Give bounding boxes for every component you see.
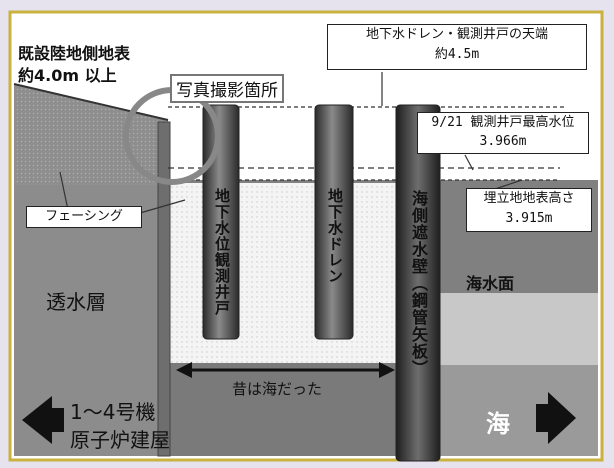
former-sea-arrow-right [379,362,395,378]
ground-label-line2: 約4.0m 以上 [18,66,117,85]
former-sea-label: 昔は海だった [232,380,323,398]
facing-leader-1 [59,171,69,211]
top-level-line2: 約4.5m [434,47,480,62]
landfill-line2: 3.915m [505,211,553,226]
top-level-label: 地下水ドレン・観測井戸の天端 約4.5m [327,24,587,70]
sea-wall-pillar [395,104,441,462]
max-water-line2: 3.966m [479,134,527,149]
drain-label: 地下水ドレン [326,188,344,284]
facing-label: フェーシング [26,206,142,228]
max-water-leader [464,154,474,171]
sea-level-label: 海水面 [466,274,515,293]
existing-ground-line [13,83,169,121]
sea-label: 海 [486,410,510,438]
landfill-label: 埋立地地表高さ 3.915m [466,188,592,232]
max-water-line1: 9/21 観測井戸最高水位 [431,115,575,130]
max-water-label: 9/21 観測井戸最高水位 3.966m [417,112,589,154]
landfill-line1: 埋立地地表高さ [483,191,575,206]
sea-arrow-icon [536,392,576,444]
building-arrow-icon [22,396,64,444]
sea-bottom [430,365,598,456]
sea-wall-label: 海側遮水壁（鋼管矢板） [409,190,428,377]
building-label-line1: 1〜4号機 [70,400,156,424]
top-level-line1: 地下水ドレン・観測井戸の天端 [365,27,548,42]
observation-well-label: 地下水位観測井戸 [213,188,231,316]
facing-leader-2 [139,199,186,214]
permeable-layer-label: 透水層 [46,290,106,314]
facing-wall [157,121,171,457]
ground-label-line1: 既設陸地側地表 [18,44,131,63]
photo-location-label: 写真撮影箇所 [170,74,284,103]
building-label-line2: 原子炉建屋 [70,428,170,452]
drain-pillar [314,104,354,340]
former-sea-arrow-left [176,362,192,378]
